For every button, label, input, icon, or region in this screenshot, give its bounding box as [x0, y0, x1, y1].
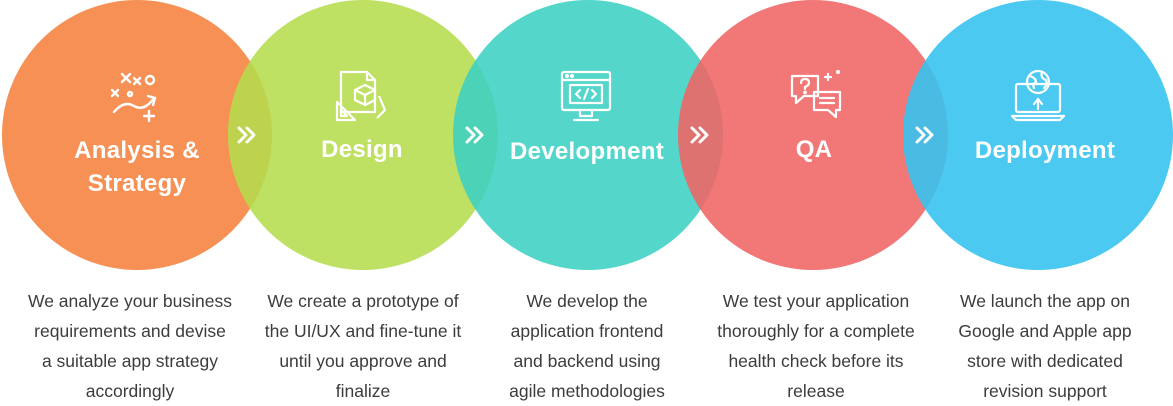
step-description-qa: We test your application thoroughly for … [696, 286, 936, 406]
chevron-right-icon [237, 126, 256, 144]
description-line: until you approve and [279, 351, 447, 371]
chevron-right-icon [690, 126, 709, 144]
step-title-line: Design [321, 136, 403, 163]
description-line: application frontend [510, 321, 664, 341]
description-line: the UI/UX and fine-tune it [264, 321, 462, 341]
design-tools-icon [335, 70, 387, 122]
step-title-line: Strategy [87, 170, 187, 197]
step-circle-deployment [903, 0, 1173, 270]
step-circle-analysis [2, 0, 272, 270]
step-title-analysis: Analysis & Strategy [7, 134, 267, 200]
description-line: accordingly [85, 381, 175, 401]
description-line: We analyze your business [28, 291, 232, 311]
description-line: finalize [335, 381, 391, 401]
description-line: We test your application [722, 291, 910, 311]
strategy-icon [110, 72, 157, 123]
step-title-design: Design [232, 133, 492, 166]
description-line: and backend using [513, 351, 661, 371]
step-description-deployment: We launch the app on Google and Apple ap… [925, 286, 1165, 406]
chevron-right-icon [915, 126, 934, 144]
description-line: We launch the app on [960, 291, 1130, 311]
step-title-line: Analysis & [74, 137, 200, 164]
description-line: a suitable app strategy [41, 351, 219, 371]
step-title-deployment: Deployment [915, 134, 1173, 167]
description-line: Google and Apple app [958, 321, 1132, 341]
chevron-right-icon [465, 126, 484, 144]
step-description-development: We develop the application frontend and … [467, 286, 707, 406]
description-line: We develop the [526, 291, 648, 311]
description-line: thoroughly for a complete [717, 321, 915, 341]
step-description-design: We create a prototype of the UI/UX and f… [243, 286, 483, 406]
description-line: agile methodologies [509, 381, 665, 401]
description-line: requirements and devise [34, 321, 226, 341]
description-line: health check before its [728, 351, 904, 371]
step-title-line: Deployment [974, 137, 1116, 164]
step-title-line: QA [795, 136, 833, 163]
description-line: We create a prototype of [267, 291, 459, 311]
step-title-line: Development [509, 138, 664, 165]
step-title-qa: QA [684, 133, 944, 166]
description-line: revision support [983, 381, 1107, 401]
code-window-icon [560, 70, 612, 122]
globe-laptop-icon [1010, 69, 1066, 122]
step-title-development: Development [457, 135, 717, 168]
step-description-analysis: We analyze your business requirements an… [10, 286, 250, 406]
description-line: store with dedicated [967, 351, 1123, 371]
question-chat-icon [790, 69, 842, 119]
description-line: release [787, 381, 845, 401]
